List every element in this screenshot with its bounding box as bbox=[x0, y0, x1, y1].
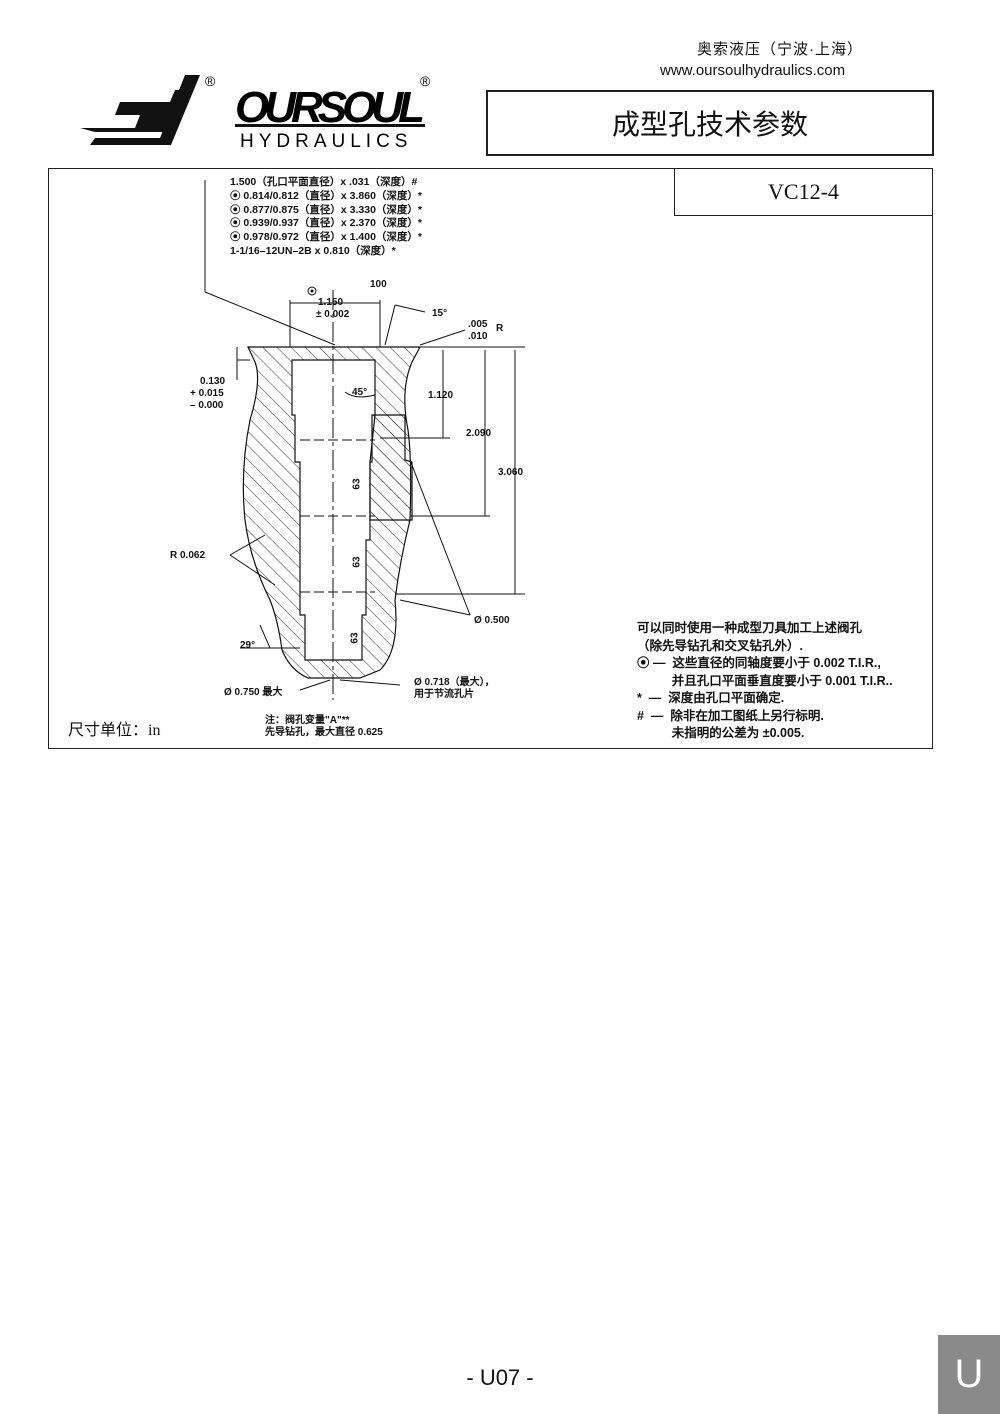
note-line: # — 除非在加工图纸上另行标明. bbox=[637, 708, 824, 723]
dim-0750: Ø 0.750 最大 bbox=[224, 687, 283, 698]
note-valve: 注：阀孔变量"A"** bbox=[265, 715, 350, 726]
note-pilot: 先导钻孔，最大直径 0.625 bbox=[265, 727, 383, 738]
note-line: （除先导钻孔和交叉钻孔外）. bbox=[637, 638, 803, 653]
company-name: 奥索液压（宁波·上海） bbox=[697, 41, 863, 58]
drawing-frame bbox=[48, 168, 933, 749]
svg-text:HYDRAULICS: HYDRAULICS bbox=[240, 131, 412, 152]
svg-text:®: ® bbox=[420, 73, 431, 89]
spec-line: 1-1/16–12UN–2B x 0.810（深度）* bbox=[230, 244, 396, 257]
dim-0500: Ø 0.500 bbox=[474, 615, 510, 626]
finish-63: 63 bbox=[351, 556, 363, 568]
note-line: ⦿ — 这些直径的同轴度要小于 0.002 T.I.R., bbox=[637, 656, 881, 670]
cavity-drawing bbox=[204, 180, 525, 700]
angle-29: 29° bbox=[240, 640, 256, 651]
dim-0130-plus: + 0.015 bbox=[190, 388, 224, 399]
dim-100: 100 bbox=[370, 279, 387, 290]
note-line: 并且孔口平面垂直度要小于 0.001 T.I.R.. bbox=[637, 673, 893, 688]
radius-010: .010 bbox=[468, 331, 488, 342]
finish-63: 63 bbox=[351, 478, 363, 490]
section-tab[interactable]: U bbox=[938, 1335, 1000, 1414]
spec-line: ⦿ 0.939/0.937（直径）x 2.370（深度）* bbox=[230, 217, 423, 230]
spec-line: 1.500（孔口平面直径）x .031（深度）# bbox=[230, 176, 418, 188]
dim-0718: Ø 0.718（最大）， bbox=[414, 677, 495, 688]
spec-line: ⦿ 0.978/0.972（直径）x 1.400（深度）* bbox=[230, 231, 423, 244]
angle-45: 45° bbox=[352, 387, 368, 398]
page-title: 成型孔技术参数 bbox=[486, 90, 934, 156]
angle-15: 15° bbox=[432, 308, 448, 319]
radius-005: .005 bbox=[468, 319, 488, 330]
dim-1150: 1.150 bbox=[318, 297, 344, 308]
company-url[interactable]: www.oursoulhydraulics.com bbox=[660, 62, 846, 79]
dim-1150-tol: ± 0.002 bbox=[316, 309, 350, 320]
note-line: 可以同时使用一种成型刀具加工上述阀孔 bbox=[637, 621, 863, 635]
dim-0718-note: 用于节流孔片 bbox=[414, 689, 474, 700]
note-line: * — 深度由孔口平面确定. bbox=[637, 691, 785, 705]
note-line: 未指明的公差为 ±0.005. bbox=[637, 726, 805, 740]
units-label: 尺寸单位：in bbox=[68, 722, 161, 739]
dim-2090: 2.090 bbox=[466, 428, 492, 439]
spec-list: 1.500（孔口平面直径）x .031（深度）# ⦿ 0.814/0.812（直… bbox=[230, 176, 422, 259]
dim-0130: 0.130 bbox=[200, 376, 226, 387]
notes: 可以同时使用一种成型刀具加工上述阀孔 （除先导钻孔和交叉钻孔外）. ⦿ — 这些… bbox=[637, 620, 893, 743]
radius-0062: R 0.062 bbox=[170, 550, 206, 561]
dim-1120: 1.120 bbox=[428, 390, 454, 401]
svg-text:®: ® bbox=[205, 73, 216, 89]
model-label: VC12-4 bbox=[674, 168, 933, 216]
spec-line: ⦿ 0.877/0.875（直径）x 3.330（深度）* bbox=[230, 203, 423, 216]
dim-0130-minus: – 0.000 bbox=[190, 400, 224, 411]
finish-63: 63 bbox=[349, 632, 361, 644]
radius-r: R bbox=[496, 323, 504, 334]
page-number: - U07 - bbox=[466, 1365, 534, 1390]
spec-line: ⦿ 0.814/0.812（直径）x 3.860（深度）* bbox=[230, 189, 423, 202]
oursoul-logo: ® OURSOUL HYDRAULICS ® bbox=[80, 73, 431, 152]
svg-text:OURSOUL: OURSOUL bbox=[235, 83, 425, 132]
dim-3060: 3.060 bbox=[498, 467, 524, 478]
